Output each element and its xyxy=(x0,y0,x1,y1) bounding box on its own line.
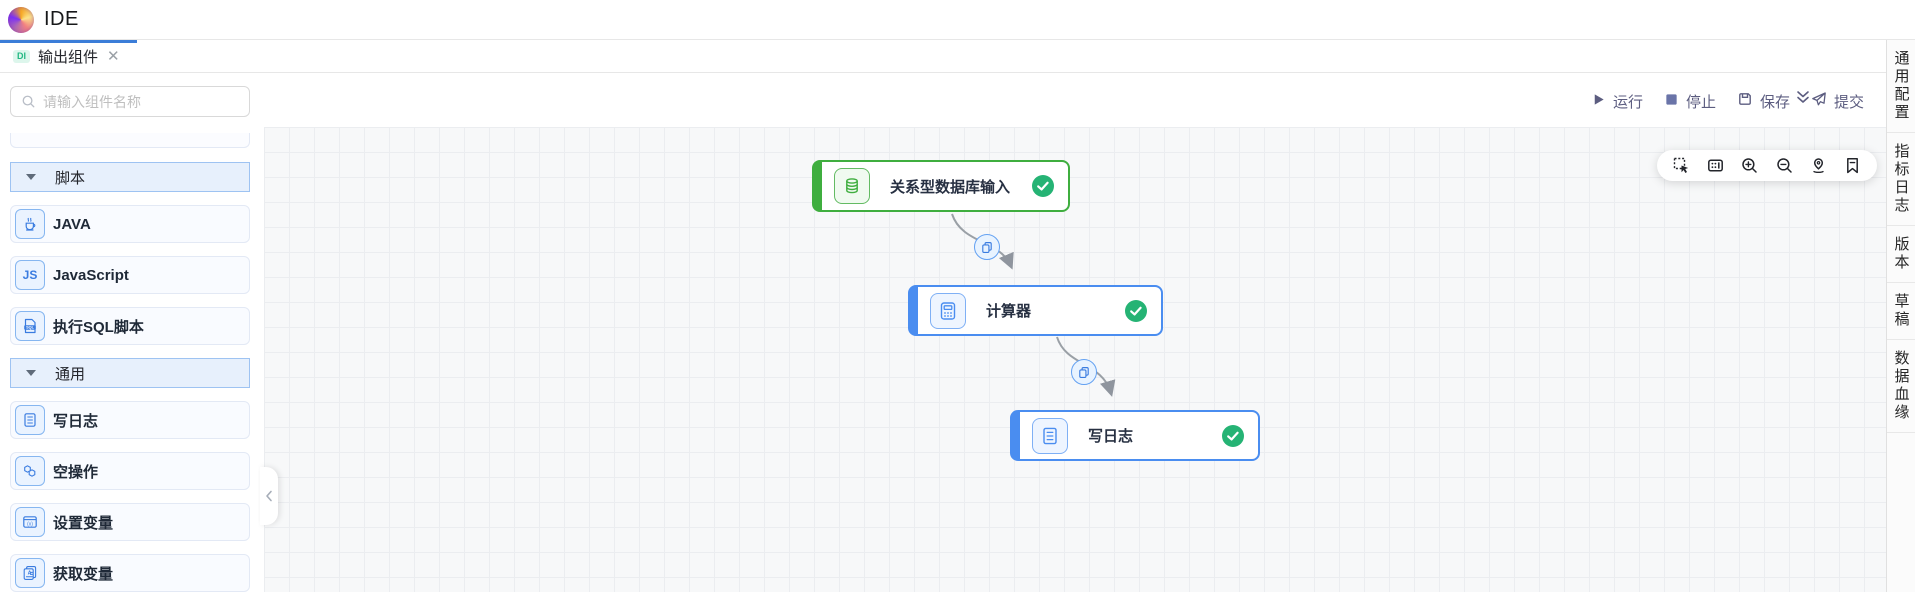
copy-icon xyxy=(1079,367,1089,378)
triangle-down-icon xyxy=(26,174,36,180)
palette-item-sql-script[interactable]: SQL 执行SQL脚本 xyxy=(10,307,250,345)
stop-button[interactable]: 停止 xyxy=(1664,91,1716,112)
double-chevron-down-icon[interactable] xyxy=(1793,87,1813,107)
divider xyxy=(1887,432,1915,433)
bookmark-icon[interactable] xyxy=(1843,156,1862,175)
tab-output-component[interactable]: DI 输出组件 ✕ xyxy=(0,40,137,73)
run-label: 运行 xyxy=(1612,93,1643,111)
app-title: IDE xyxy=(44,8,79,30)
flow-canvas[interactable] xyxy=(264,127,1886,592)
palette-item-noop[interactable]: 空操作 xyxy=(10,452,250,490)
node-write-log[interactable]: 写日志 xyxy=(1010,410,1260,461)
panel-tab-data-lineage[interactable]: 数据血缘 xyxy=(1892,350,1910,422)
tab-bar: DI 输出组件 ✕ xyxy=(0,40,1886,103)
palette-item-javascript[interactable]: JS JavaScript xyxy=(10,256,250,294)
search-icon xyxy=(22,95,35,108)
component-search[interactable] xyxy=(10,86,250,117)
stop-icon xyxy=(1664,92,1679,111)
save-button[interactable]: 保存 xyxy=(1737,91,1790,112)
canvas-zoom-toolbar xyxy=(1657,150,1877,181)
chevron-left-icon xyxy=(266,490,272,502)
svg-text:A: A xyxy=(28,571,32,577)
hexagons-icon xyxy=(15,456,45,486)
copy-icon xyxy=(982,242,992,253)
palette-item-label: 空操作 xyxy=(53,463,99,481)
edge-copy-badge[interactable] xyxy=(974,234,1000,260)
panel-tab-version[interactable]: 版本 xyxy=(1892,236,1910,272)
palette-item-get-variable[interactable]: A 获取变量 xyxy=(10,554,250,592)
play-icon xyxy=(1591,92,1606,111)
paper-plane-icon xyxy=(1811,91,1827,111)
success-check-icon xyxy=(1222,424,1244,447)
set-variable-icon: (x) xyxy=(15,507,45,537)
database-icon xyxy=(834,168,870,204)
search-input[interactable] xyxy=(43,93,249,110)
component-palette-sidebar: 脚本 JAVA JS JavaScript SQL 执行SQL脚本 通用 写日志… xyxy=(0,73,258,592)
marquee-select-icon[interactable] xyxy=(1672,156,1691,175)
zoom-in-icon[interactable] xyxy=(1740,156,1759,175)
svg-text:SQL: SQL xyxy=(26,326,34,330)
divider xyxy=(1887,132,1915,133)
tab-title: 输出组件 xyxy=(38,49,99,66)
node-calculator[interactable]: 计算器 xyxy=(908,285,1163,336)
calculator-icon xyxy=(930,292,966,329)
run-toolbar: 运行 停止 保存 提交 xyxy=(1560,88,1864,114)
palette-item-label: JAVA xyxy=(53,215,91,233)
palette-item-label: 执行SQL脚本 xyxy=(53,318,144,336)
svg-text:(x): (x) xyxy=(27,521,33,527)
active-tab-indicator xyxy=(0,40,137,43)
panel-tab-draft[interactable]: 草稿 xyxy=(1892,293,1910,329)
app-header: IDE xyxy=(0,0,1915,40)
log-document-icon xyxy=(15,405,45,435)
minimap-icon[interactable] xyxy=(1706,156,1725,175)
node-relational-db-input[interactable]: 关系型数据库输入 xyxy=(812,160,1070,212)
locate-pin-icon[interactable] xyxy=(1809,156,1828,175)
palette-item-label: JavaScript xyxy=(53,266,129,284)
node-title: 关系型数据库输入 xyxy=(890,178,1011,196)
palette-item-java[interactable]: JAVA xyxy=(10,205,250,243)
right-panel: 通用配置 指标日志 版本 草稿 数据血缘 xyxy=(1886,40,1915,592)
palette-item-label: 获取变量 xyxy=(53,565,114,583)
success-check-icon xyxy=(1125,299,1147,322)
submit-button[interactable]: 提交 xyxy=(1811,91,1864,112)
sidebar-collapse-handle[interactable] xyxy=(260,467,278,525)
palette-item-partial[interactable] xyxy=(10,133,250,148)
log-document-icon xyxy=(1032,417,1068,454)
tab-type-badge: DI xyxy=(13,50,30,63)
palette-item-label: 设置变量 xyxy=(53,514,114,532)
sql-file-icon: SQL xyxy=(15,311,45,341)
triangle-down-icon xyxy=(26,370,36,376)
divider xyxy=(1887,225,1915,226)
palette-item-write-log[interactable]: 写日志 xyxy=(10,401,250,439)
edge-copy-badge[interactable] xyxy=(1071,359,1097,385)
js-icon: JS xyxy=(15,260,45,290)
node-title: 计算器 xyxy=(986,303,1032,320)
java-icon xyxy=(15,209,45,239)
stop-label: 停止 xyxy=(1685,93,1716,111)
submit-label: 提交 xyxy=(1833,93,1864,111)
save-label: 保存 xyxy=(1759,93,1790,111)
get-variable-icon: A xyxy=(15,558,45,588)
app-logo-icon xyxy=(8,6,34,33)
floppy-icon xyxy=(1737,91,1753,111)
panel-tab-metric-log[interactable]: 指标日志 xyxy=(1892,143,1910,215)
section-header-script[interactable]: 脚本 xyxy=(10,162,250,192)
divider xyxy=(1887,282,1915,283)
panel-tab-general-config[interactable]: 通用配置 xyxy=(1892,50,1910,122)
palette-item-set-variable[interactable]: (x) 设置变量 xyxy=(10,503,250,541)
divider xyxy=(1887,339,1915,340)
palette-item-label: 写日志 xyxy=(53,412,99,430)
success-check-icon xyxy=(1032,175,1054,197)
node-title: 写日志 xyxy=(1088,428,1134,445)
run-button[interactable]: 运行 xyxy=(1591,91,1643,112)
tab-close-icon[interactable]: ✕ xyxy=(107,48,120,65)
section-label: 通用 xyxy=(55,365,86,383)
section-label: 脚本 xyxy=(55,169,86,187)
section-header-common[interactable]: 通用 xyxy=(10,358,250,388)
zoom-out-icon[interactable] xyxy=(1775,156,1794,175)
